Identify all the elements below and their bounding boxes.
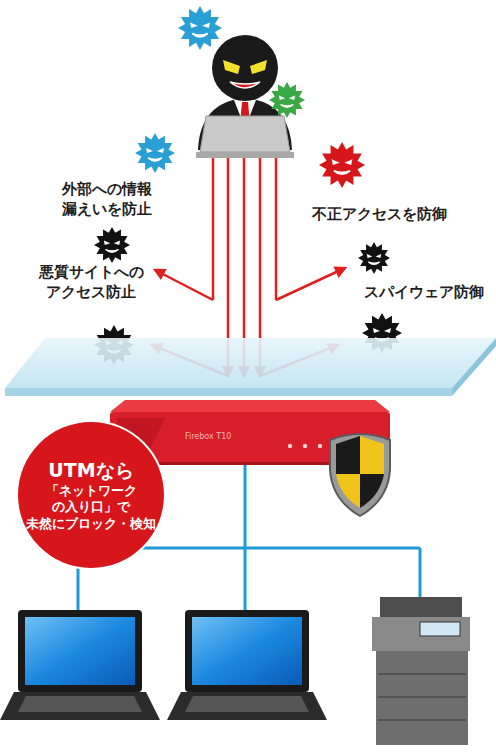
blocked-arrow <box>155 270 213 300</box>
hacker-eyes <box>223 60 267 74</box>
attack-line <box>212 158 215 300</box>
printer-top <box>380 597 462 617</box>
virus-icon <box>319 142 365 188</box>
device-led <box>318 444 322 448</box>
laptop-keyboard <box>18 696 142 712</box>
virus-icon <box>358 242 390 274</box>
glass-barrier <box>5 338 496 388</box>
virus-icon <box>94 227 130 263</box>
virus-icon <box>178 6 222 50</box>
laptop-screen <box>192 617 302 685</box>
blocked-arrow <box>260 345 338 376</box>
laptop-screen-frame <box>18 610 142 692</box>
threat-label: 悪質サイトへの アクセス防止 <box>28 263 154 302</box>
threat-label: 不正アクセスを防御 <box>312 205 482 225</box>
hacker-shirt <box>234 100 256 128</box>
printer-tray <box>378 696 466 698</box>
printer-scanner <box>372 617 470 651</box>
device-label: Firebox T10 <box>185 432 231 441</box>
attack-line <box>259 158 262 376</box>
device-led <box>333 444 337 448</box>
hacker-body <box>198 98 292 150</box>
laptop-base <box>196 152 294 158</box>
blocked-arrow <box>276 268 345 300</box>
laptop-base <box>167 692 327 720</box>
shield-quarter <box>336 436 360 474</box>
virus-icon <box>269 82 305 118</box>
attack-line <box>227 158 230 376</box>
callout-text: UTMなら 「ネットワーク の入り口」で 未然にブロック・検知 <box>24 458 158 533</box>
laptop-screen-frame <box>185 610 309 692</box>
printer-tray <box>378 673 466 675</box>
glass-edge <box>5 388 452 396</box>
glass-edge <box>452 338 496 396</box>
blocked-arrow <box>152 345 228 376</box>
printer-tray <box>378 719 466 721</box>
network-wire <box>419 548 422 600</box>
shield-rim <box>330 434 390 516</box>
attack-line <box>243 158 246 376</box>
shield-quarter <box>336 474 360 508</box>
virus-icon <box>362 313 402 353</box>
device-led <box>288 444 292 448</box>
device-led <box>303 444 307 448</box>
device-top <box>110 400 390 412</box>
laptop-lid <box>200 116 290 152</box>
hacker-head <box>212 35 278 101</box>
virus-icon <box>135 133 175 173</box>
threat-label: 外部への情報 漏えいを防止 <box>62 180 182 219</box>
printer-body <box>376 651 468 745</box>
callout-circle: UTMなら 「ネットワーク の入り口」で 未然にブロック・検知 <box>18 422 164 568</box>
attack-line <box>275 158 278 300</box>
hacker-mouth <box>230 82 260 88</box>
threat-label: スパイウェア防御 <box>364 283 494 303</box>
laptop-screen <box>25 617 135 685</box>
laptop-base <box>0 692 160 720</box>
shield-quarter <box>360 474 384 508</box>
network-wire <box>244 465 247 612</box>
printer-panel <box>420 622 460 636</box>
hacker-tie <box>240 102 250 130</box>
virus-icon <box>94 325 134 365</box>
device-led <box>348 444 352 448</box>
shield-quarter <box>360 436 384 474</box>
laptop-keyboard <box>185 696 309 712</box>
